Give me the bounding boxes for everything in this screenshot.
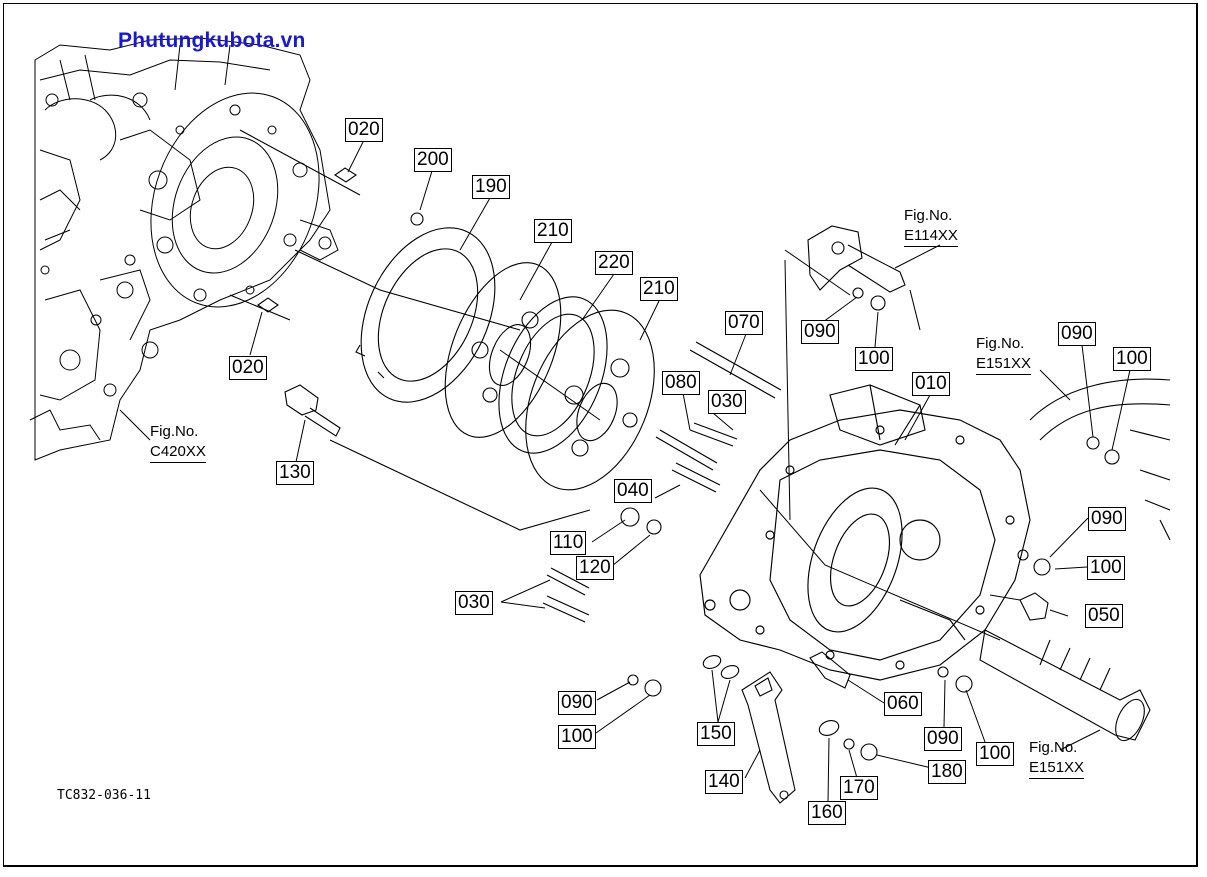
figure-ref-code: C420XX — [150, 442, 206, 463]
callout-100d[interactable]: 100 — [558, 725, 596, 749]
callout-leaders — [119, 141, 1131, 804]
callout-170[interactable]: 170 — [840, 776, 878, 800]
ball-200 — [410, 212, 424, 226]
callout-160[interactable]: 160 — [808, 801, 846, 825]
plug-110 — [620, 507, 640, 527]
callout-210b[interactable]: 210 — [640, 277, 678, 301]
figure-ref-code: E114XX — [904, 226, 958, 247]
bracket-e114 — [807, 225, 906, 311]
callout-200[interactable]: 200 — [414, 148, 452, 172]
figure-ref-title: Fig.No. — [976, 335, 1025, 352]
callout-080[interactable]: 080 — [662, 371, 700, 395]
dowel-pins — [229, 129, 591, 531]
figure-ref-code: E151XX — [976, 354, 1032, 375]
callout-180[interactable]: 180 — [928, 760, 966, 784]
figure-ref-e151xx-bottom[interactable]: Fig.No. E151XX — [1029, 738, 1085, 779]
callout-030b[interactable]: 030 — [455, 591, 493, 615]
figure-ref-title: Fig.No. — [904, 207, 953, 224]
figure-ref-e151xx-top[interactable]: Fig.No. E151XX — [976, 334, 1032, 375]
fasteners — [627, 549, 1051, 761]
bolt-130 — [284, 384, 341, 437]
output-shaft — [979, 629, 1151, 742]
callout-010[interactable]: 010 — [912, 372, 950, 396]
callout-020b[interactable]: 020 — [229, 356, 267, 380]
figure-ref-c420xx[interactable]: Fig.No. C420XX — [150, 422, 206, 463]
figure-ref-title: Fig.No. — [150, 423, 199, 440]
lever-140 — [741, 671, 796, 804]
callout-090c[interactable]: 090 — [1088, 507, 1126, 531]
drawing-frame — [3, 3, 1198, 867]
callout-050[interactable]: 050 — [1085, 604, 1123, 628]
callout-220[interactable]: 220 — [595, 251, 633, 275]
callout-100c[interactable]: 100 — [1087, 556, 1125, 580]
plate-190 — [355, 227, 496, 403]
callout-070[interactable]: 070 — [725, 311, 763, 335]
callout-100b[interactable]: 100 — [1113, 347, 1151, 371]
callout-040[interactable]: 040 — [614, 479, 652, 503]
callout-140[interactable]: 140 — [705, 770, 743, 794]
callout-120[interactable]: 120 — [576, 556, 614, 580]
drawing-code: TC832-036-11 — [57, 788, 151, 803]
figure-ref-code: E151XX — [1029, 758, 1085, 779]
callout-090b[interactable]: 090 — [1058, 322, 1096, 346]
disc-210a — [444, 262, 562, 438]
callout-100a[interactable]: 100 — [855, 347, 893, 371]
figure-ref-e114xx[interactable]: Fig.No. E114XX — [904, 206, 958, 247]
leader-lines — [499, 249, 1021, 641]
callout-090e[interactable]: 090 — [924, 727, 962, 751]
brand-logo-text[interactable]: Phutungkubota.vn — [118, 29, 306, 52]
callout-100e[interactable]: 100 — [976, 742, 1014, 766]
callout-110[interactable]: 110 — [550, 531, 587, 555]
callout-190[interactable]: 190 — [472, 175, 510, 199]
callout-210a[interactable]: 210 — [534, 219, 572, 243]
figure-ref-title: Fig.No. — [1029, 739, 1078, 756]
plate-220 — [498, 296, 608, 454]
engine-block — [29, 37, 339, 461]
callout-090d[interactable]: 090 — [558, 691, 596, 715]
callout-030a[interactable]: 030 — [708, 390, 746, 414]
callout-020a[interactable]: 020 — [345, 118, 383, 142]
callout-060[interactable]: 060 — [884, 692, 922, 716]
callout-130[interactable]: 130 — [276, 461, 314, 485]
transmission-case-010 — [699, 384, 1031, 681]
washer-120 — [646, 519, 662, 535]
callout-150[interactable]: 150 — [697, 722, 735, 746]
callout-090a[interactable]: 090 — [801, 320, 839, 344]
studs — [542, 341, 782, 623]
